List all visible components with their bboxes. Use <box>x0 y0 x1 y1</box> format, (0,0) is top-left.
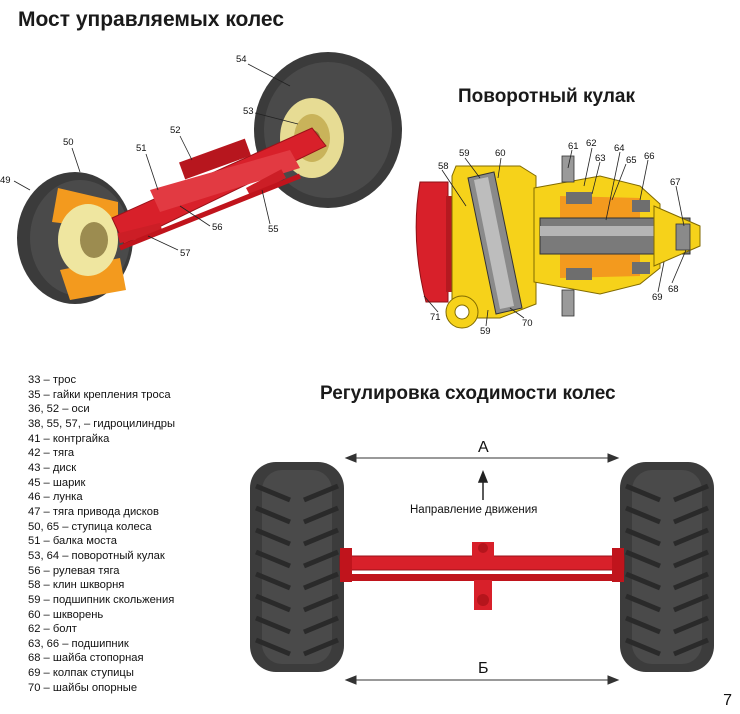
legend-item: 47 – тяга привода дисков <box>28 505 159 518</box>
label-64: 64 <box>614 143 625 154</box>
legend-item: 70 – шайбы опорные <box>28 681 138 694</box>
legend-item: 56 – рулевая тяга <box>28 564 120 577</box>
knuckle-illustration <box>415 155 701 329</box>
label-62: 62 <box>586 138 597 149</box>
legend-item: 69 – колпак ступицы <box>28 667 134 680</box>
label-69: 69 <box>652 292 663 303</box>
legend-item: 43 – диск <box>28 461 77 474</box>
legend-item: 50, 65 – ступица колеса <box>28 520 152 533</box>
label-53: 53 <box>243 106 254 117</box>
legend-item: 68 – шайба стопорная <box>28 652 144 665</box>
parts-legend: 33 – трос 35 – гайки крепления троса 36,… <box>28 373 238 695</box>
legend-item: 35 – гайки крепления троса <box>28 388 171 401</box>
label-54: 54 <box>236 54 247 65</box>
dimension-a <box>344 453 620 463</box>
legend-item: 42 – тяга <box>28 447 75 460</box>
label-50: 50 <box>63 137 74 148</box>
legend-item: 46 – лунка <box>28 491 83 504</box>
page-number: 7 <box>723 692 732 709</box>
label-71: 71 <box>430 312 441 323</box>
label-67: 67 <box>670 177 681 188</box>
label-66: 66 <box>644 151 655 162</box>
legend-item: 41 – контргайка <box>28 432 110 445</box>
left-wheel <box>17 172 133 304</box>
label-59-top: 59 <box>459 148 470 159</box>
label-52: 52 <box>170 125 181 136</box>
label-61: 61 <box>568 141 579 152</box>
legend-item: 60 – шкворень <box>28 608 104 621</box>
label-58: 58 <box>438 161 449 172</box>
legend-item: 51 – балка моста <box>28 535 117 548</box>
legend-item: 63, 66 – подшипник <box>28 637 129 650</box>
direction-arrow <box>477 469 489 500</box>
label-63: 63 <box>595 153 606 164</box>
label-60: 60 <box>495 148 506 159</box>
legend-item: 36, 52 – оси <box>28 403 90 416</box>
label-57: 57 <box>180 248 191 259</box>
legend-item: 53, 64 – поворотный кулак <box>28 549 165 562</box>
toe-title: Регулировка сходимости колес <box>320 383 616 404</box>
legend-item: 59 – подшипник скольжения <box>28 593 175 606</box>
label-59-bottom: 59 <box>480 326 491 337</box>
toe-illustration <box>250 462 714 672</box>
label-56: 56 <box>212 222 223 233</box>
axle-illustration <box>17 52 402 304</box>
label-55: 55 <box>268 224 279 235</box>
label-65: 65 <box>626 155 637 166</box>
dimension-b-label: Б <box>478 660 489 677</box>
legend-item: 62 – болт <box>28 623 77 636</box>
dimension-a-label: А <box>478 439 489 456</box>
legend-item: 45 – шарик <box>28 476 86 489</box>
label-68: 68 <box>668 284 679 295</box>
direction-label: Направление движения <box>410 504 537 516</box>
label-49: 49 <box>0 175 11 186</box>
legend-item: 38, 55, 57, – гидроцилиндры <box>28 417 176 430</box>
label-51: 51 <box>136 143 147 154</box>
legend-item: 58 – клин шкворня <box>28 579 125 592</box>
knuckle-title: Поворотный кулак <box>458 86 635 107</box>
axle-title: Мост управляемых колес <box>18 8 285 31</box>
legend-item: 33 – трос <box>28 374 77 386</box>
label-70: 70 <box>522 318 533 329</box>
dimension-b <box>344 675 620 685</box>
